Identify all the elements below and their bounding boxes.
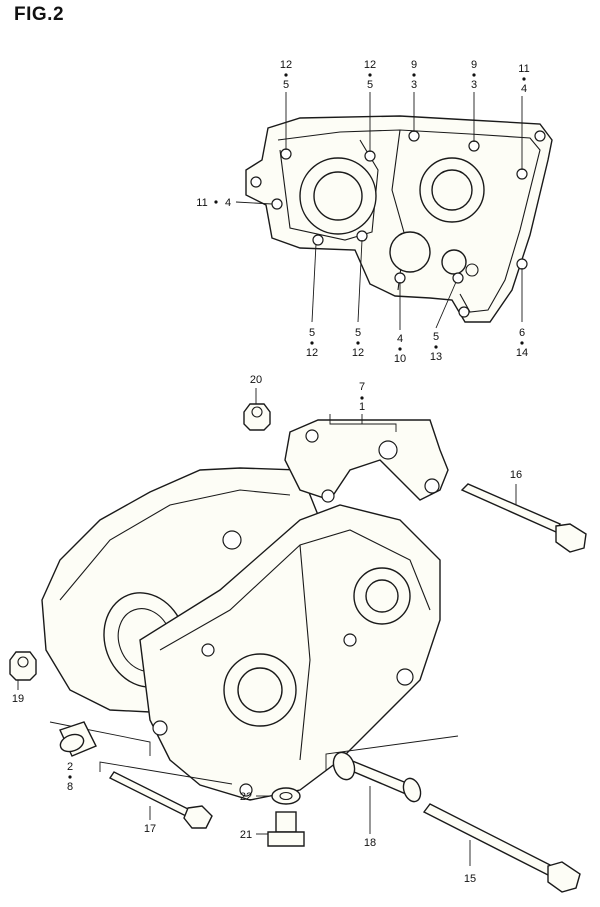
crankcase-inner-view <box>245 115 553 323</box>
top-callout-1: 12 5 <box>364 59 376 91</box>
top-callout-3: 9 3 <box>471 59 477 91</box>
part-label-15: 15 <box>464 873 476 885</box>
callout-lower: 10 <box>394 353 406 365</box>
spacer-part-18: 18 <box>332 751 422 849</box>
part-label-21: 21 <box>240 829 252 841</box>
callout-lower: 4 <box>521 83 527 95</box>
washer-part-22: 22 <box>240 787 301 805</box>
nut-part-19: 19 <box>9 651 37 705</box>
callout-lower: 3 <box>471 79 477 91</box>
callout-upper: 11 <box>518 63 529 75</box>
callout-right: 4 <box>225 197 231 209</box>
crankcase-assembly <box>41 419 449 801</box>
part-label-20: 20 <box>250 374 262 386</box>
callout-upper: 9 <box>471 59 477 71</box>
callout-left: 11 <box>196 197 207 209</box>
top-callout-0: 12 5 <box>280 59 292 91</box>
callout-upper: 12 <box>280 59 292 71</box>
nut-part-20: 20 <box>243 374 271 431</box>
callout-lower: 13 <box>430 351 442 363</box>
bottom-row-callout-3: 5 13 <box>430 331 442 363</box>
figure-label: FIG.2 <box>14 4 65 25</box>
callout-18-15-bracket <box>325 735 459 770</box>
part-label-16: 16 <box>510 469 522 481</box>
callout-lower: 14 <box>516 347 528 359</box>
callout-upper: 5 <box>433 331 439 343</box>
callout-lower: 3 <box>411 79 417 91</box>
side-callout: 11 4 <box>196 197 231 209</box>
bolt-part-17: 17 <box>99 761 233 835</box>
top-callout-leaders <box>235 92 523 330</box>
part-label-22: 22 <box>240 791 252 803</box>
callout-upper: 9 <box>411 59 417 71</box>
callout-upper: 6 <box>519 327 525 339</box>
callout-upper: 12 <box>364 59 376 71</box>
bottom-row-callout-2: 4 10 <box>394 333 406 365</box>
callout-lower: 12 <box>306 347 318 359</box>
bottom-row-callout-1: 5 12 <box>352 327 364 359</box>
callout-lower: 5 <box>367 79 373 91</box>
callout-lower: 12 <box>352 347 364 359</box>
part-label-18: 18 <box>364 837 376 849</box>
bolt-part-15: 15 <box>422 803 581 893</box>
callout-7-1-group: 7 1 <box>329 381 397 432</box>
bottom-row-callout-4: 6 14 <box>516 327 528 359</box>
callout-upper: 5 <box>309 327 315 339</box>
dowel-part-2-8: 2 8 <box>49 721 151 793</box>
callout-lower: 1 <box>359 401 365 413</box>
bottom-row-callout-0: 5 12 <box>306 327 318 359</box>
callout-upper: 4 <box>397 333 403 345</box>
callout-lower: 8 <box>67 781 73 793</box>
part-label-19: 19 <box>12 693 24 705</box>
top-callout-2: 9 3 <box>411 59 417 91</box>
plug-part-21: 21 <box>240 811 305 847</box>
callout-lower: 5 <box>283 79 289 91</box>
callout-upper: 5 <box>355 327 361 339</box>
part-label-17: 17 <box>144 823 156 835</box>
top-callout-4: 11 4 <box>518 63 529 95</box>
callout-upper: 7 <box>359 381 365 393</box>
callout-upper: 2 <box>67 761 73 773</box>
bolt-part-16: 16 <box>460 469 587 553</box>
